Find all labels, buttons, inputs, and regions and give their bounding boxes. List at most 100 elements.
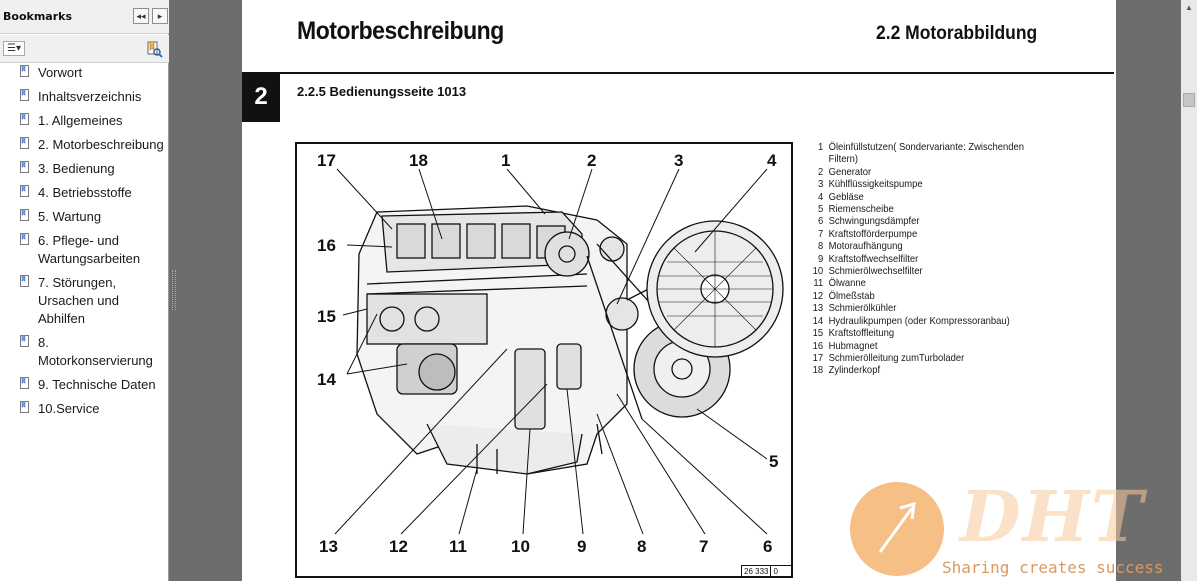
bookmark-label: 8. Motorkonservierung: [38, 335, 153, 368]
bookmark-label: 9. Technische Daten: [38, 377, 156, 392]
bookmark-label: 7. Störungen, Ursachen und Abhilfen: [38, 275, 119, 326]
bookmark-item[interactable]: 2. Motorbeschreibung: [0, 136, 168, 154]
watermark-logo: DHT: [960, 475, 1145, 558]
bookmark-label: 2. Motorbeschreibung: [38, 137, 164, 152]
legend-text: Kraftstoffleitung: [828, 327, 895, 340]
bookmark-item[interactable]: 4. Betriebsstoffe: [0, 184, 168, 202]
options-menu-icon[interactable]: ☰▾: [3, 41, 25, 56]
watermark-tagline: Sharing creates success: [942, 558, 1164, 577]
find-bookmark-icon[interactable]: [145, 40, 163, 58]
bookmark-item[interactable]: Inhaltsverzeichnis: [0, 88, 168, 106]
callout-13: 13: [319, 537, 338, 556]
legend-text: Öleinfüllstutzen( Sondervariante: Zwisch…: [828, 141, 1025, 166]
legend-number: 17: [812, 351, 824, 364]
legend-number: 10: [812, 265, 824, 278]
legend-text: Kühlflüssigkeitspumpe: [828, 178, 923, 191]
legend-list: 1 Öleinfüllstutzen( Sondervariante: Zwisc…: [807, 141, 1047, 377]
bookmark-icon: [20, 233, 29, 245]
legend-text: Hubmagnet: [828, 339, 878, 352]
vertical-scrollbar[interactable]: ▲: [1181, 0, 1197, 581]
legend-text: Gebläse: [828, 190, 864, 203]
bookmark-icon: [20, 89, 29, 101]
legend-number: 1: [817, 141, 824, 153]
legend-number: 3: [817, 178, 824, 191]
legend-number: 12: [812, 289, 824, 302]
bookmark-label: Vorwort: [38, 65, 83, 80]
legend-item: 14 Hydraulikpumpen (oder Kompressoranbau): [807, 315, 1046, 327]
legend-text: Riemenscheibe: [828, 203, 894, 216]
bookmarks-header: Bookmarks ◂◂ ▸: [0, 0, 169, 34]
callout-15: 15: [317, 307, 336, 326]
bookmark-label: 10.Service: [38, 401, 100, 416]
bookmarks-toolbar: ☰▾: [0, 35, 169, 63]
legend-text: Generator: [828, 165, 872, 178]
bookmark-item[interactable]: 8. Motorkonservierung: [0, 334, 168, 370]
legend-number: 7: [817, 227, 824, 240]
legend-number: 11: [813, 277, 824, 290]
bookmark-label: 3. Bedienung: [38, 161, 115, 176]
panel-splitter[interactable]: [170, 0, 242, 581]
legend-item: 1 Öleinfüllstutzen( Sondervariante: Zwisc…: [807, 141, 1046, 166]
bookmark-icon: [20, 335, 29, 347]
legend-item: 4 Gebläse: [807, 191, 1046, 203]
legend-number: 5: [817, 203, 824, 216]
bookmark-item[interactable]: 9. Technische Daten: [0, 376, 168, 394]
double-left-arrow-icon[interactable]: ◂◂: [133, 8, 149, 24]
engine-drawing: 17 18 1 2 3 4 16 15 14 5 13 12 11 10 9 8: [317, 151, 784, 556]
bookmark-item[interactable]: 3. Bedienung: [0, 160, 168, 178]
bookmark-item[interactable]: 1. Allgemeines: [0, 112, 168, 130]
document-page: Motorbeschreibung 2.2 Motorabbildung 2 2…: [242, 0, 1116, 581]
bookmark-icon: [20, 185, 29, 197]
legend-number: 15: [812, 327, 824, 340]
bookmark-item[interactable]: 10.Service: [0, 400, 168, 418]
splitter-grip[interactable]: [172, 270, 176, 310]
legend-number: 16: [812, 339, 824, 352]
scroll-up-icon[interactable]: ▲: [1185, 3, 1193, 12]
legend-item: 15 Kraftstoffleitung: [807, 327, 1046, 339]
scroll-thumb[interactable]: [1183, 93, 1195, 107]
bookmark-icon: [20, 137, 29, 149]
legend-text: Schwingungsdämpfer: [828, 215, 920, 228]
callout-2: 2: [587, 151, 596, 170]
bookmark-icon: [20, 275, 29, 287]
bookmarks-title: Bookmarks: [3, 10, 72, 23]
legend-text: Zylinderkopf: [828, 364, 881, 377]
section-title: 2.2 Motorabbildung: [876, 23, 1038, 44]
legend-text: Kraftstoffwechselfilter: [828, 252, 919, 265]
callout-5: 5: [769, 452, 778, 471]
legend-text: Kraftstofförderpumpe: [828, 227, 918, 240]
callout-4: 4: [767, 151, 777, 170]
callout-8: 8: [637, 537, 646, 556]
figure-number: 26 333: [744, 567, 769, 576]
bookmark-label: 5. Wartung: [38, 209, 102, 224]
bookmark-item[interactable]: 7. Störungen, Ursachen und Abhilfen: [0, 274, 168, 328]
arrow-icon: [878, 501, 916, 553]
legend-number: 4: [817, 190, 824, 203]
legend-number: 14: [812, 314, 824, 327]
legend-number: 8: [817, 240, 824, 253]
right-arrow-icon[interactable]: ▸: [152, 8, 168, 24]
bookmark-item[interactable]: 6. Pflege- und Wartungsarbeiten: [0, 232, 168, 268]
header-rule: [242, 72, 1114, 74]
watermark-logo-circle: [850, 482, 944, 576]
bookmark-icon: [20, 401, 29, 413]
bookmark-item[interactable]: Vorwort: [0, 64, 168, 82]
callout-11: 11: [449, 537, 467, 556]
bookmark-item[interactable]: 5. Wartung: [0, 208, 168, 226]
callout-14: 14: [317, 370, 336, 389]
bookmark-icon: [20, 113, 29, 125]
legend-text: Hydraulikpumpen (oder Kompressoranbau): [828, 314, 1010, 327]
callout-6: 6: [763, 537, 772, 556]
bookmark-icon: [20, 377, 29, 389]
legend-item: 5 Riemenscheibe: [807, 203, 1046, 215]
